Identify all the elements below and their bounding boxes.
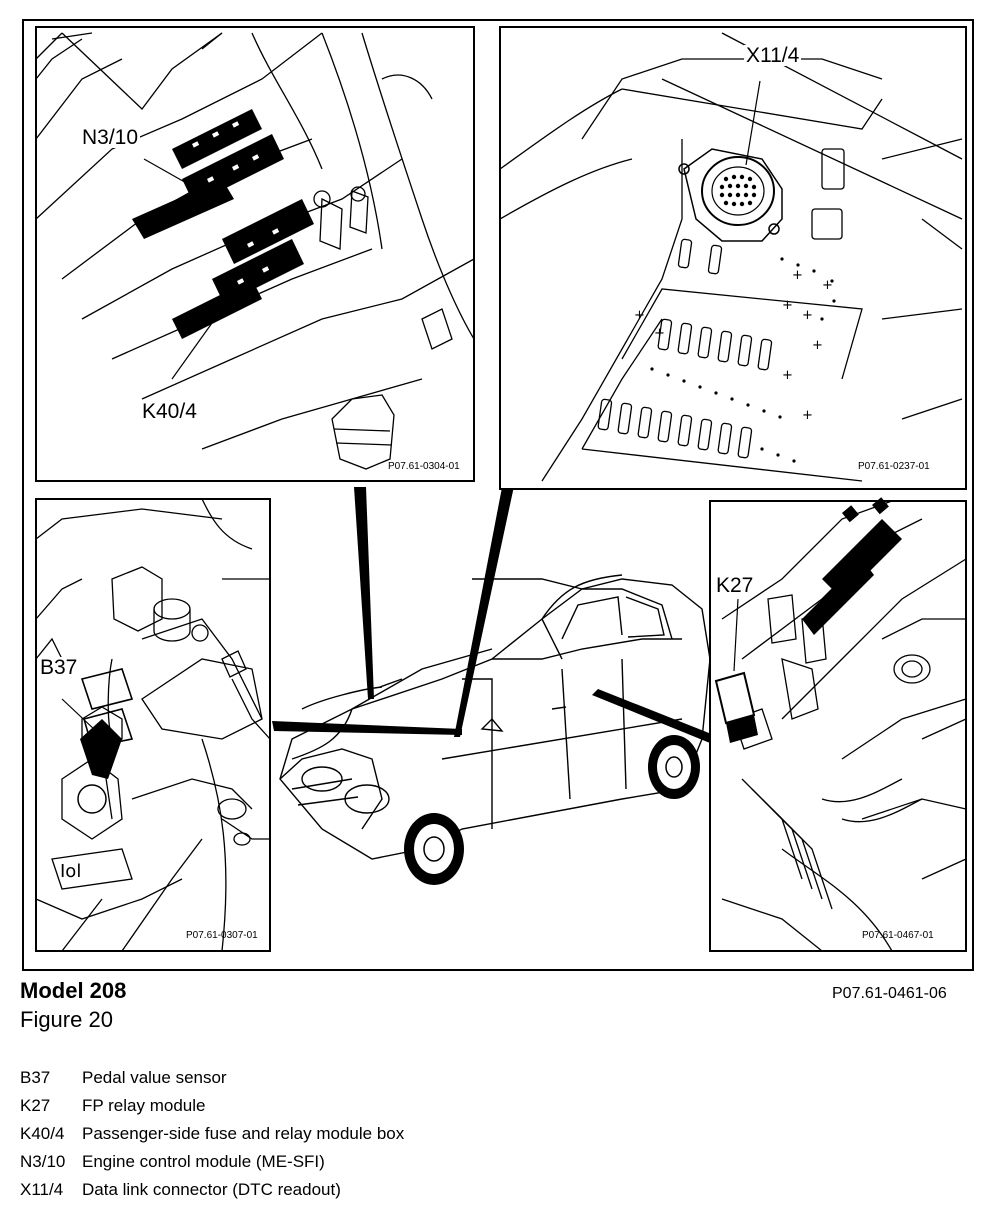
svg-text:+: + [782, 298, 793, 313]
inset-engine-control-module [35, 26, 475, 482]
inset-data-link-connector: + + + + + + + + + [499, 26, 967, 490]
panel-code-bottom-right: P07.61-0467-01 [862, 930, 934, 941]
figure-code: P07.61-0461-06 [832, 985, 947, 1002]
svg-text:+: + [802, 308, 813, 323]
legend-code: K40/4 [20, 1124, 65, 1143]
component-legend: B37 Pedal value sensor K27 FP relay modu… [20, 1064, 404, 1204]
svg-text:+: + [802, 408, 813, 423]
figure-number: Figure 20 [20, 1007, 113, 1032]
svg-text:Iol: Iol [60, 861, 81, 882]
legend-row: N3/10 Engine control module (ME-SFI) [20, 1148, 404, 1176]
inset-fp-relay-module [709, 497, 967, 952]
legend-description: Pedal value sensor [82, 1068, 227, 1087]
figure-artwork: + + + + + + + + + [22, 19, 974, 971]
legend-row: K40/4 Passenger-side fuse and relay modu… [20, 1120, 404, 1148]
legend-description: FP relay module [82, 1096, 206, 1115]
svg-text:+: + [654, 326, 665, 341]
legend-description: Passenger-side fuse and relay module box [82, 1124, 405, 1143]
svg-text:+: + [792, 268, 803, 283]
legend-code: K27 [20, 1096, 51, 1115]
callout-k40-4: K40/4 [140, 400, 199, 423]
callout-x11-4: X11/4 [744, 44, 802, 67]
model-title: Model 208 [20, 978, 127, 1003]
vehicle-wheels [404, 735, 700, 885]
svg-text:+: + [822, 278, 833, 293]
legend-code: X11/4 [20, 1180, 64, 1199]
callout-n3-10: N3/10 [80, 126, 141, 149]
legend-row: K27 FP relay module [20, 1092, 404, 1120]
svg-text:+: + [782, 368, 793, 383]
legend-description: Data link connector (DTC readout) [82, 1180, 341, 1199]
component-location-figure: + + + + + + + + + [22, 19, 974, 971]
legend-code: B37 [20, 1068, 51, 1087]
legend-code: N3/10 [20, 1152, 66, 1171]
callout-b37: B37 [38, 656, 80, 679]
legend-description: Engine control module (ME-SFI) [82, 1152, 325, 1171]
panel-code-top-left: P07.61-0304-01 [388, 461, 460, 472]
panel-code-top-right: P07.61-0237-01 [858, 461, 930, 472]
legend-row: X11/4 Data link connector (DTC readout) [20, 1176, 404, 1204]
callout-k27: K27 [714, 574, 756, 597]
vehicle-outline [279, 574, 711, 860]
legend-row: B37 Pedal value sensor [20, 1064, 404, 1092]
inset-pedal-value-sensor: Iol [35, 498, 271, 952]
panel-code-bottom-left: P07.61-0307-01 [186, 930, 258, 941]
leader-wedges [272, 477, 714, 743]
svg-text:+: + [812, 338, 823, 353]
svg-text:+: + [634, 308, 645, 323]
